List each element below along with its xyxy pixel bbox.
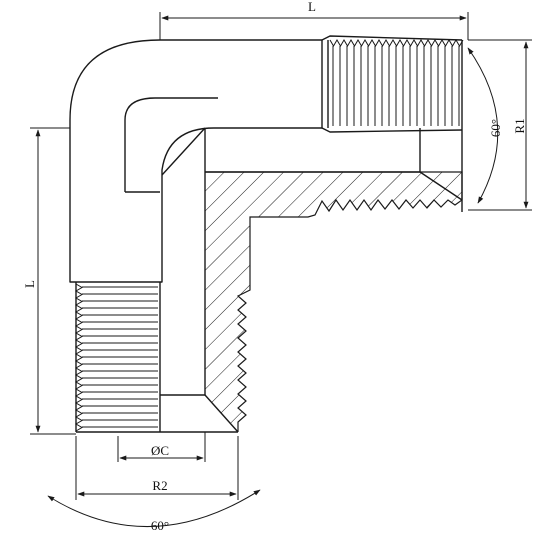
- right-thread: [329, 39, 464, 126]
- internal-passage: [161, 127, 420, 395]
- right-nipple-outline: [321, 35, 463, 133]
- bore-label: ØC: [151, 443, 169, 458]
- right-angle-label: 60°: [488, 119, 503, 137]
- section-hatching: [205, 172, 462, 432]
- bottom-thread-label: R2: [152, 478, 167, 493]
- dimension-lines: [30, 12, 532, 527]
- bottom-thread: [75, 283, 158, 432]
- bottom-angle-label: 60°: [151, 518, 169, 533]
- bottom-thread-left-crests: [75, 283, 83, 432]
- top-length-label: L: [308, 0, 316, 14]
- inner-bore-outline: [124, 97, 218, 192]
- bottom-angle-arc: [47, 489, 261, 527]
- right-angle-arc: [467, 47, 499, 204]
- side-length-label: L: [22, 280, 37, 288]
- outer-elbow-contour: [69, 39, 323, 283]
- section-outline: [205, 171, 463, 432]
- right-thread-top-crests: [329, 39, 464, 47]
- right-thread-label: R1: [512, 118, 527, 133]
